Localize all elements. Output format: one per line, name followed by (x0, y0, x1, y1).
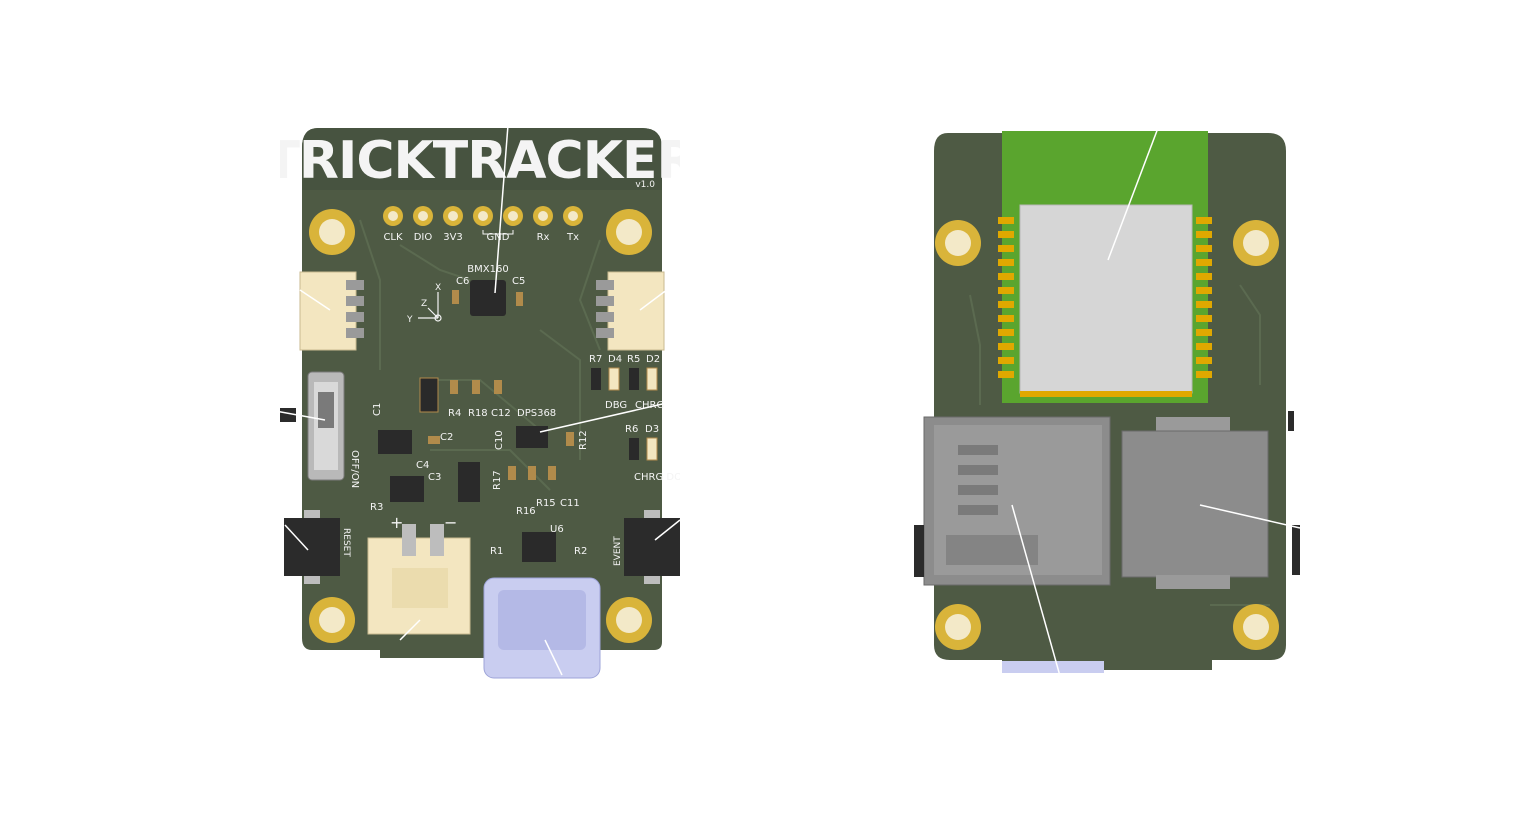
bmx160-chip (470, 280, 506, 316)
ref-r16: R16 (516, 506, 536, 517)
u6-chip (522, 532, 556, 562)
battery-minus: − (444, 513, 457, 532)
ref-r6: R6 (625, 424, 638, 435)
reset-button[interactable] (284, 510, 340, 584)
board-version: v1.0 (635, 180, 655, 190)
pcb-front-svg: TRICKTRACKER v1.0 CLK DIO 3V3 GND Rx Tx … (280, 128, 680, 679)
switch-label: OFF/ON (349, 450, 360, 488)
ref-r2: R2 (574, 546, 587, 557)
ref-r17: R17 (492, 470, 503, 490)
ref-d2: D2 (646, 354, 660, 365)
back-mounting-hole-bl (935, 604, 981, 650)
led-label-chrg: CHRG (635, 400, 664, 411)
pin-label-3v3: 3V3 (443, 232, 463, 243)
battery-jst-connector (367, 524, 471, 635)
ref-c3: C3 (428, 472, 441, 483)
event-label: EVENT (613, 536, 623, 566)
front-title-band (302, 128, 662, 190)
ref-d3: D3 (645, 424, 659, 435)
ref-r18: R18 (468, 408, 488, 419)
mounting-hole-tl (309, 209, 355, 255)
ref-r3: R3 (370, 502, 383, 513)
ref-d4: D4 (608, 354, 622, 365)
axis-y-label: Y (406, 315, 413, 325)
power-components (378, 377, 574, 502)
front-board-outline (302, 128, 662, 658)
mounting-hole-bl (309, 597, 355, 643)
axis-z-label: Z (421, 299, 427, 309)
ref-c11: C11 (560, 498, 580, 509)
pin-label-tx: Tx (566, 232, 579, 243)
ref-r4: R4 (448, 408, 461, 419)
pin-label-dio: DIO (414, 232, 433, 243)
ref-c2: C2 (440, 432, 453, 443)
ref-r1: R1 (490, 546, 503, 557)
battery-plus: + (390, 513, 403, 532)
led-label-chrg-done: CHRG DONE (634, 472, 680, 483)
ref-r12: R12 (578, 430, 589, 450)
ref-r7: R7 (589, 354, 602, 365)
power-slide-switch[interactable] (280, 371, 345, 481)
led-parts (591, 367, 658, 391)
usb-c-port[interactable] (483, 577, 601, 679)
mounting-hole-br (606, 597, 652, 643)
ref-r15: R15 (536, 498, 556, 509)
usb-c-port-back (1002, 661, 1104, 673)
ref-c12: C12 (491, 408, 511, 419)
pin-label-rx: Rx (537, 232, 550, 243)
pin-label-clk: CLK (383, 232, 403, 243)
mounting-hole-tr (606, 209, 652, 255)
board-title: TRICKTRACKER (280, 131, 680, 191)
led-label-dbg: DBG (605, 400, 627, 411)
back-mounting-hole-br (1233, 604, 1279, 650)
pcb-back-svg (914, 131, 1300, 673)
ref-c4: C4 (416, 460, 429, 471)
pcb-back-view (910, 125, 1310, 685)
ref-dps368: DPS368 (517, 408, 556, 419)
ref-c5: C5 (512, 276, 525, 287)
wireless-module (998, 131, 1212, 403)
left-jst-connector (299, 271, 364, 351)
event-button[interactable] (624, 510, 680, 584)
ref-c6: C6 (456, 276, 469, 287)
reset-label: RESET (341, 528, 351, 557)
ref-r5: R5 (627, 354, 640, 365)
pcb-front-view: TRICKTRACKER v1.0 CLK DIO 3V3 GND Rx Tx … (280, 120, 680, 690)
back-mounting-hole-tl (935, 220, 981, 266)
axis-indicator (418, 292, 442, 322)
back-mounting-hole-tr (1233, 220, 1279, 266)
grey-component (1121, 411, 1300, 589)
axis-x-label: X (435, 283, 441, 293)
ref-u6: U6 (550, 524, 564, 535)
ref-c1: C1 (372, 403, 383, 416)
ref-c10: C10 (494, 430, 505, 450)
micro-sd-slot[interactable] (914, 416, 1111, 586)
sensor-label: BMX160 (467, 264, 508, 275)
